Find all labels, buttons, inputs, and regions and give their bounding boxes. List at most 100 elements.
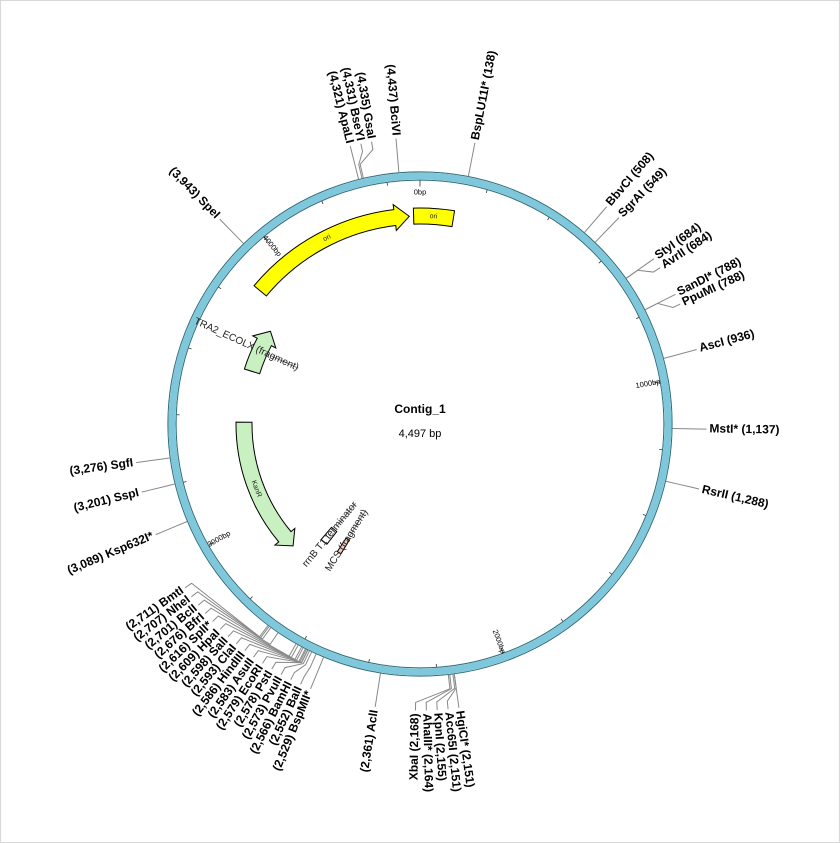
site-leader (395, 138, 400, 173)
site-leader (244, 643, 306, 663)
site-leader (136, 457, 170, 464)
plasmid-length: 4,497 bp (399, 428, 442, 440)
site-leader (219, 622, 299, 659)
site-marker: BspLU11I* (138) (467, 49, 499, 177)
feature-shape (253, 203, 410, 297)
site-leader (446, 674, 457, 710)
ruler-minor-tick (547, 217, 550, 221)
plasmid-name: Contig_1 (394, 402, 446, 416)
feature-leader (336, 502, 356, 527)
site-label: (2,361) AclI (357, 709, 381, 773)
feature-shape (243, 330, 277, 375)
site-leader (374, 673, 381, 708)
site-leader (141, 483, 175, 493)
feature-kanR: KanR (235, 421, 296, 547)
site-leader (663, 349, 697, 359)
site-leader (414, 674, 451, 711)
site-label: (3,276) SgfI (69, 455, 134, 478)
site-label: (3,943) SpeI (167, 164, 224, 221)
site-leader (584, 206, 608, 233)
site-marker: PpuMI (788) (644, 268, 747, 311)
site-label: KpnI (2,155) (431, 713, 449, 782)
site-marker: XbaI (2,168) (407, 674, 451, 780)
site-marker: AhaIII* (2,164) (420, 674, 452, 792)
site-leader (300, 653, 317, 685)
ruler-major-tick (653, 381, 660, 384)
site-marker: AscI (936) (663, 326, 756, 359)
ruler-minor-tick (250, 596, 253, 599)
backbone-inner-edge (175, 179, 665, 669)
ruler-minor-tick (368, 659, 370, 663)
feature-shape (320, 526, 338, 545)
site-marker: MstI* (1,137) (672, 421, 780, 437)
site-leader (204, 607, 279, 646)
site-marker: (3,276) SgfI (69, 455, 170, 478)
feature-shape (235, 421, 296, 547)
site-leader (155, 521, 188, 536)
feature-leader (349, 510, 367, 537)
site-leader (262, 649, 308, 664)
ruler-major-tick (500, 647, 504, 654)
ruler-label: 1000bp (635, 377, 661, 390)
feature-label: ori (322, 233, 332, 243)
site-label: (4,437) BciVI (384, 64, 404, 136)
site-leader (235, 637, 304, 661)
site-leader (359, 141, 374, 179)
ruler-minor-tick (188, 347, 192, 350)
backbone-ring (168, 172, 672, 676)
site-label: BspLU11I* (138) (468, 49, 499, 141)
ruler-major-tick (208, 541, 215, 546)
site-marker: (3,201) SspI (72, 483, 175, 515)
feature-leader (270, 355, 299, 369)
ruler-minor-tick (609, 572, 612, 575)
site-leader (358, 143, 364, 179)
site-marker: (3,089) Ksp632I* (65, 521, 188, 577)
site-marker: (3,943) SpeI (167, 164, 244, 244)
site-leader (184, 582, 269, 638)
feature-label: ori (429, 213, 438, 221)
site-label: AhaIII* (2,164) (420, 713, 436, 792)
site-label: MstI* (1,137) (709, 421, 779, 436)
site-marker: (2,361) AclI (357, 673, 381, 773)
feature-ori-box: ori (412, 207, 456, 228)
feature-shape (336, 537, 350, 555)
ruler-minor-tick (642, 514, 646, 516)
feature-tra2: TRA2_ECOLX (fragment) (192, 316, 300, 375)
site-leader (219, 218, 244, 244)
site-leader (467, 142, 476, 177)
site-marker: KpnI (2,155) (431, 674, 456, 782)
feature-ori-arrow: ori (253, 203, 410, 297)
site-label: XbaI (2,168) (407, 713, 422, 780)
site-leader (644, 302, 681, 311)
site-leader (191, 591, 270, 639)
site-leader (253, 649, 307, 663)
ruler-minor-tick (560, 618, 564, 622)
site-leader (425, 674, 452, 711)
ruler-label: 3000bp (206, 529, 232, 549)
site-label: RsrII (1,288) (701, 482, 770, 511)
site-leader (594, 217, 620, 243)
site-leader (290, 651, 313, 680)
site-leader (280, 650, 310, 675)
backbone-ring-group (167, 171, 673, 677)
site-leader (227, 630, 302, 661)
site-leader (625, 267, 661, 279)
ruler-minor-tick (304, 635, 307, 639)
ruler-major-tick (263, 236, 269, 242)
ruler-minor-tick (183, 481, 187, 483)
site-marker: (4,437) BciVI (384, 64, 404, 173)
site-leader (665, 480, 700, 490)
ruler-minor-tick (598, 260, 602, 264)
ruler-label: 2000bp (491, 628, 508, 655)
ruler-label: 4000bp (261, 233, 284, 258)
site-leader (672, 427, 707, 430)
ruler-minor-tick (321, 201, 324, 205)
site-leader (310, 657, 325, 689)
site-marker: RsrII (1,288) (665, 480, 770, 511)
site-leader (349, 145, 360, 180)
ruler-minor-tick (636, 317, 640, 320)
ruler-minor-tick (485, 189, 488, 193)
site-marker: AvrII (684) (625, 228, 714, 279)
site-leader (436, 674, 456, 711)
site-label: (3,201) SspI (72, 485, 140, 514)
